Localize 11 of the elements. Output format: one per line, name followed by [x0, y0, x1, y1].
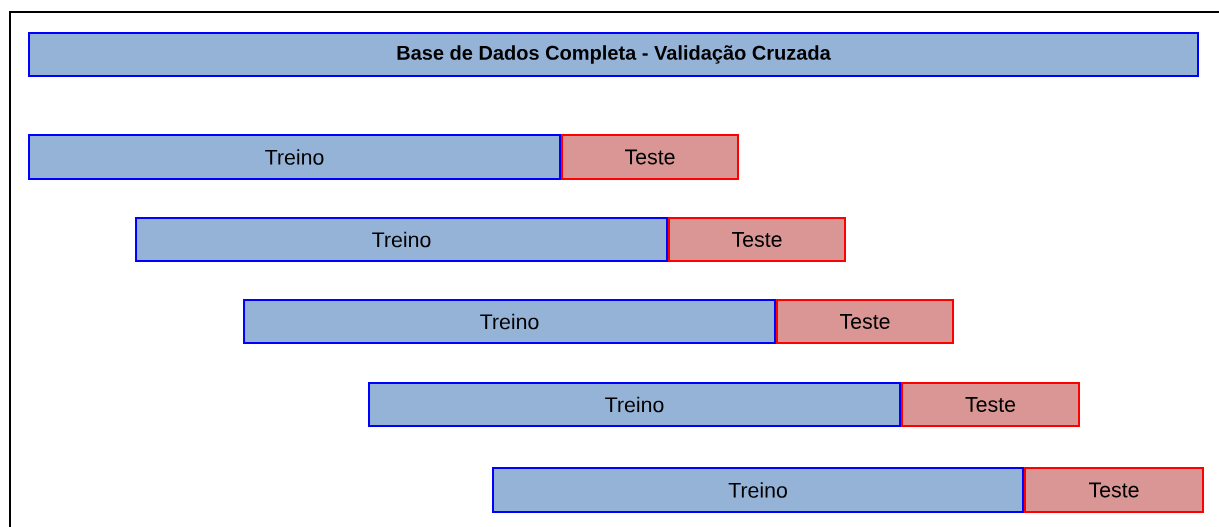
- test-bar: Teste: [776, 299, 954, 344]
- training-bar: Treino: [135, 217, 668, 262]
- training-bar: Treino: [492, 467, 1024, 513]
- training-bar: Treino: [368, 382, 901, 427]
- training-bar: Treino: [243, 299, 776, 344]
- test-bar: Teste: [561, 134, 739, 180]
- test-bar: Teste: [1024, 467, 1204, 513]
- test-bar: Teste: [901, 382, 1080, 427]
- training-bar: Treino: [28, 134, 561, 180]
- dataset-bar: Base de Dados Completa - Validação Cruzada: [28, 32, 1199, 77]
- test-bar: Teste: [668, 217, 846, 262]
